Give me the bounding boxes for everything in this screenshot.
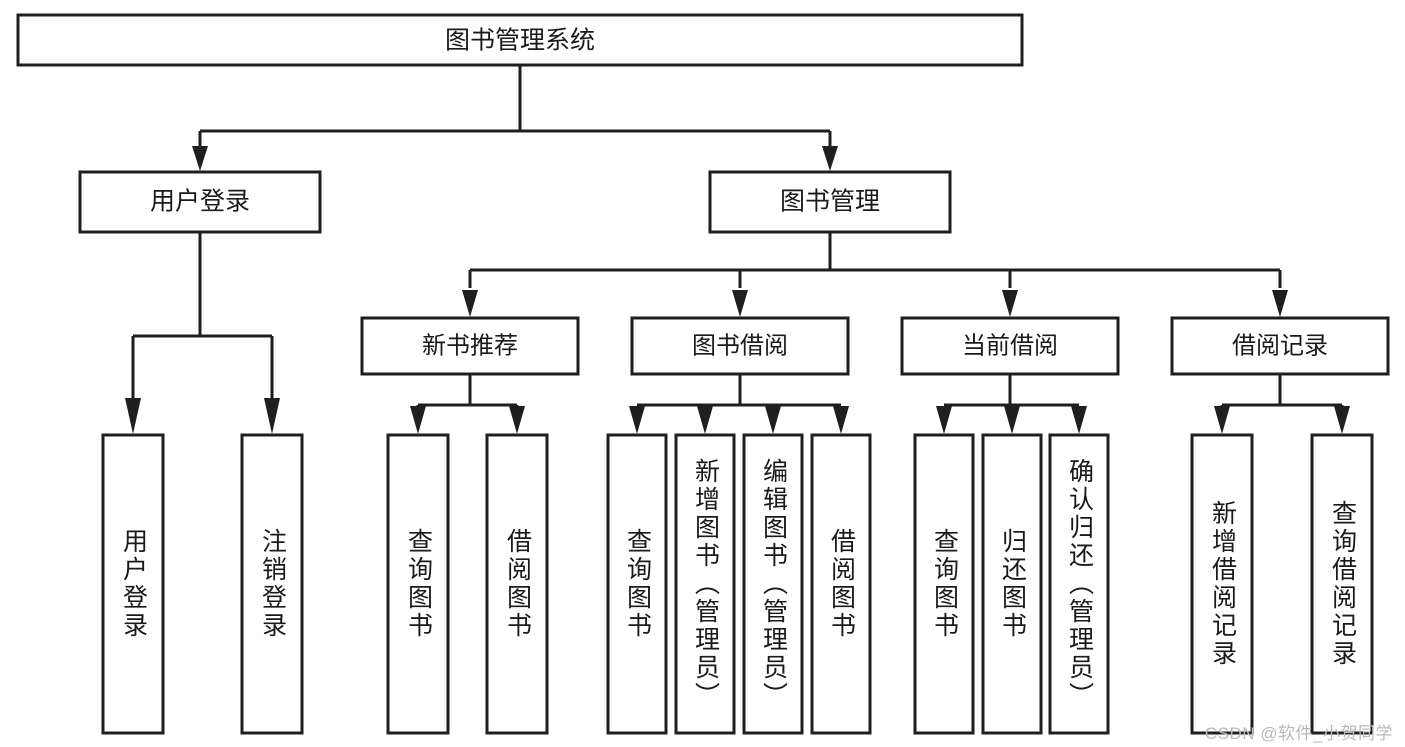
node-book-borrow-label: 图书借阅 [692, 332, 788, 359]
arrowhead-borrow [732, 290, 748, 317]
edge-layer [125, 65, 1350, 434]
arrowhead-leaf-edit-book [765, 406, 781, 434]
arrowhead-leaf-query-book-1 [410, 406, 426, 434]
node-new-book-recommend[interactable]: 新书推荐 [360, 316, 580, 376]
arrowhead-leaf-query-record [1334, 406, 1350, 434]
arrowhead-leaf-add-record [1214, 406, 1230, 434]
node-root[interactable]: 图书管理系统 [16, 13, 1024, 67]
arrowhead-user-login [192, 146, 208, 171]
arrowhead-newbook [462, 290, 478, 317]
node-new-book-recommend-label: 新书推荐 [422, 332, 518, 359]
node-book-management[interactable]: 图书管理 [708, 170, 952, 234]
leaf-rect-layer [101, 433, 1374, 735]
leaf-rect-query-record[interactable] [1310, 433, 1374, 735]
leaf-rect-borrow-book-1[interactable] [485, 433, 549, 735]
leaf-rect-borrow-book-2[interactable] [810, 433, 872, 735]
node-current-borrow[interactable]: 当前借阅 [900, 316, 1120, 376]
leaf-rect-user-login[interactable] [101, 433, 165, 735]
arrowhead-leaf-confirm-return [1071, 406, 1087, 434]
leaf-rect-query-book-2[interactable] [606, 433, 668, 735]
arrowhead-leaf-return-book [1004, 406, 1020, 434]
node-current-borrow-label: 当前借阅 [962, 332, 1058, 359]
leaf-rect-add-record[interactable] [1190, 433, 1254, 735]
arrowhead-leaf-add-book [697, 406, 713, 434]
node-user-login[interactable]: 用户登录 [78, 170, 322, 234]
leaf-rect-return-book[interactable] [981, 433, 1043, 735]
arrowhead-leaf-borrow-book-2 [833, 406, 849, 434]
leaf-rect-edit-book[interactable] [742, 433, 804, 735]
node-book-management-label: 图书管理 [780, 188, 880, 216]
leaf-rect-query-book-1[interactable] [386, 433, 450, 735]
arrowhead-leaf-user-login [125, 398, 141, 434]
leaf-rect-confirm-return[interactable] [1048, 433, 1110, 735]
node-root-label: 图书管理系统 [445, 27, 595, 55]
node-borrow-record[interactable]: 借阅记录 [1170, 316, 1390, 376]
node-book-borrow[interactable]: 图书借阅 [630, 316, 850, 376]
arrowhead-leaf-query-book-3 [936, 406, 952, 434]
arrowhead-record [1272, 290, 1288, 317]
csdn-watermark: CSDN @软件_小贺同学 [1204, 724, 1393, 743]
node-borrow-record-label: 借阅记录 [1232, 332, 1328, 359]
node-user-login-label: 用户登录 [150, 188, 250, 216]
arrowhead-leaf-borrow-book-1 [509, 406, 525, 434]
leaf-rect-add-book[interactable] [674, 433, 736, 735]
leaf-rect-logout[interactable] [240, 433, 304, 735]
arrowhead-leaf-query-book-2 [629, 406, 645, 434]
arrowhead-leaf-logout [264, 398, 280, 434]
arrowhead-book-mgmt [822, 146, 838, 171]
arrowhead-current [1002, 290, 1018, 317]
leaf-rect-query-book-3[interactable] [913, 433, 975, 735]
